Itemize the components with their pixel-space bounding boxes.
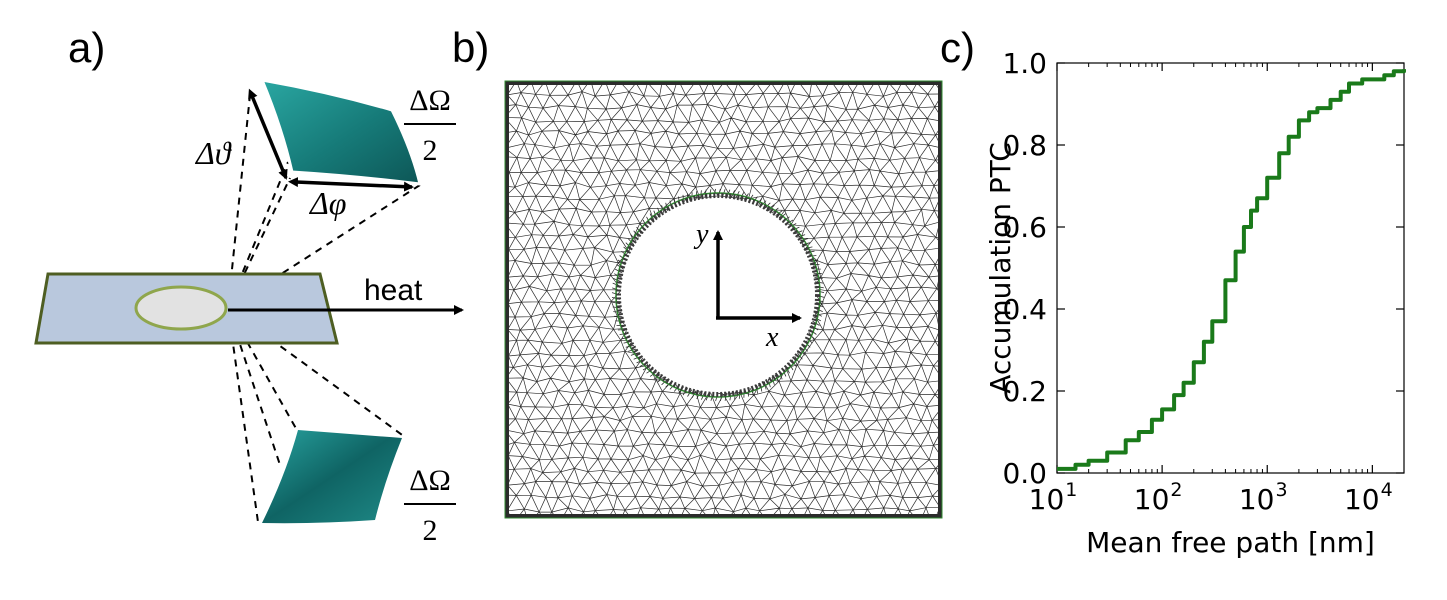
x-tick-label: 101: [1029, 479, 1078, 516]
y-tick-label: 0.4: [1002, 293, 1047, 326]
fraction-top-denominator: 2: [423, 134, 438, 167]
domain-boundary: [505, 81, 942, 518]
x-tick-exponent: 2: [1170, 479, 1182, 501]
delta-phi-arrow: [288, 177, 414, 192]
x-tick-label: 103: [1239, 479, 1288, 516]
x-axis-title: Mean free path [nm]: [1086, 526, 1375, 559]
hole-boundary-dense-ring: [616, 193, 820, 397]
y-tick-label: 0.6: [1002, 211, 1047, 244]
panel-a-label: a): [68, 24, 105, 71]
fraction-bottom-denominator: 2: [423, 514, 438, 547]
panel-b: b) y x: [452, 24, 943, 519]
x-axis-label: x: [765, 322, 779, 353]
fraction-top: ΔΩ 2: [404, 84, 456, 167]
x-tick-exponent: 1: [1065, 479, 1077, 501]
fraction-bottom-numerator: ΔΩ: [409, 464, 451, 497]
x-tick-exponent: 4: [1381, 479, 1393, 501]
y-tick-label: 1.0: [1002, 47, 1047, 80]
delta-phi-label: Δφ: [308, 185, 346, 221]
panel-b-label: b): [452, 24, 489, 71]
delta-theta-label: Δϑ: [194, 135, 233, 171]
hole: [134, 285, 228, 331]
solid-angle-patch-top: [259, 78, 422, 186]
panel-c-label: c): [940, 24, 975, 71]
y-tick-label: 0.8: [1002, 129, 1047, 162]
x-tick-label: 104: [1344, 479, 1393, 516]
solid-angle-patch-bottom: [262, 430, 402, 524]
domain-boundary-outline: [504, 80, 943, 519]
mesh-edges: [507, 83, 940, 516]
plot-frame: [1056, 62, 1405, 474]
fraction-bottom: ΔΩ 2: [404, 464, 456, 547]
heat-label: heat: [364, 274, 423, 307]
accumulation-curve: [1057, 69, 1406, 471]
y-axis-label: y: [693, 219, 709, 250]
panel-a: a) heat Δϑ Δφ ΔΩ: [34, 24, 464, 547]
y-tick-label: 0.0: [1002, 457, 1047, 490]
x-tick-exponent: 3: [1276, 479, 1288, 501]
y-axis-title: Accumulation PTC: [984, 142, 1017, 394]
fraction-top-numerator: ΔΩ: [409, 84, 451, 117]
y-tick-label: 0.2: [1002, 375, 1047, 408]
x-tick-label: 102: [1134, 479, 1183, 516]
delta-theta-arrow: [248, 88, 288, 180]
